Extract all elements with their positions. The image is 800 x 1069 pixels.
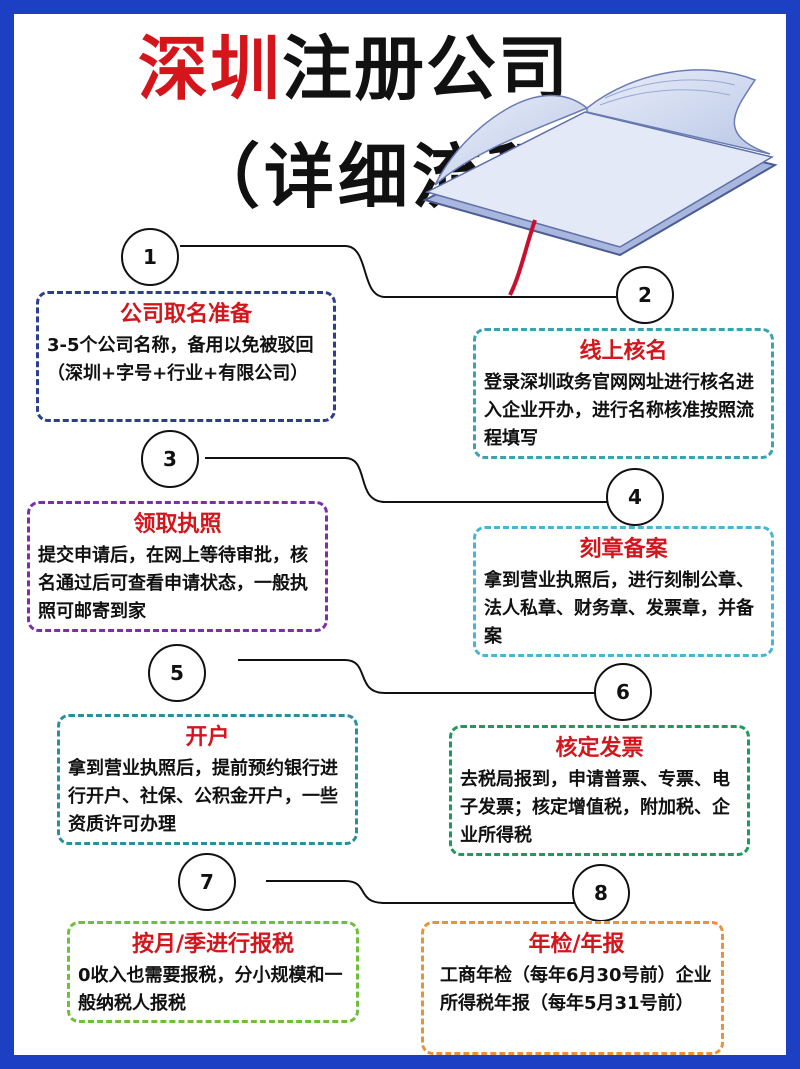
connector-3-4 [205,457,608,503]
step-card-1: 公司取名准备 3-5个公司名称，备用以免被驳回（深圳+字号+行业+有限公司） [36,291,336,422]
step-text: 工商年检（每年6月30号前）企业所得税年报（每年5月31号前） [440,965,712,1014]
step-text: 3-5个公司名称，备用以免被驳回（深圳+字号+行业+有限公司） [47,335,314,384]
step-card-4: 刻章备案 拿到营业执照后，进行刻制公章、法人私章、财务章、发票章，并备案 [473,526,774,657]
step-title: 按月/季进行报税 [131,932,295,957]
step-title: 核定发票 [555,736,644,761]
connector-7-8 [266,880,574,904]
step-text: 提交申请后，在网上等待审批，核名通过后可查看申请状态，一般执照可邮寄到家 [38,545,308,622]
step-text: 0收入也需要报税，分小规模和一般纳税人报税 [78,965,343,1014]
step-title: 公司取名准备 [119,302,252,327]
step-card-6: 核定发票 去税局报到，申请普票、专票、电子发票；核定增值税，附加税、企业所得税 [449,725,750,856]
step-number-2: 2 [616,266,674,324]
step-number-1: 1 [121,228,179,286]
step-number-7: 7 [178,853,236,911]
step-number-4: 4 [606,468,664,526]
step-number-5: 5 [148,644,206,702]
step-title: 刻章备案 [579,537,668,562]
step-text: 拿到营业执照后，提前预约银行进行开户、社保、公积金开户，一些资质许可办理 [68,758,338,835]
step-number-3: 3 [141,430,199,488]
step-title: 开户 [185,725,230,750]
step-card-2: 线上核名 登录深圳政务官网网址进行核名进入企业开办，进行名称核准按照流程填写 [473,328,774,459]
step-title: 年检/年报 [528,932,625,957]
open-book-illustration [422,69,778,296]
connector-1-2 [180,245,616,298]
title-highlight: 深圳 [138,28,282,110]
step-card-5: 开户 拿到营业执照后，提前预约银行进行开户、社保、公积金开户，一些资质许可办理 [57,714,358,845]
step-card-3: 领取执照 提交申请后，在网上等待审批，核名通过后可查看申请状态，一般执照可邮寄到… [27,501,328,632]
step-title: 线上核名 [579,339,668,364]
step-number-6: 6 [594,663,652,721]
step-card-8: 年检/年报 工商年检（每年6月30号前）企业所得税年报（每年5月31号前） [421,921,724,1055]
step-number-8: 8 [572,864,630,922]
title-rest: 注册公司 [282,28,570,110]
step-text: 拿到营业执照后，进行刻制公章、法人私章、财务章、发票章，并备案 [484,570,754,647]
page-title: 深圳注册公司 [138,34,570,104]
step-title: 领取执照 [133,512,222,537]
step-text: 登录深圳政务官网网址进行核名进入企业开办，进行名称核准按照流程填写 [484,372,754,449]
step-card-7: 按月/季进行报税 0收入也需要报税，分小规模和一般纳税人报税 [67,921,359,1023]
connector-5-6 [238,659,596,694]
step-text: 去税局报到，申请普票、专票、电子发票；核定增值税，附加税、企业所得税 [460,769,730,846]
